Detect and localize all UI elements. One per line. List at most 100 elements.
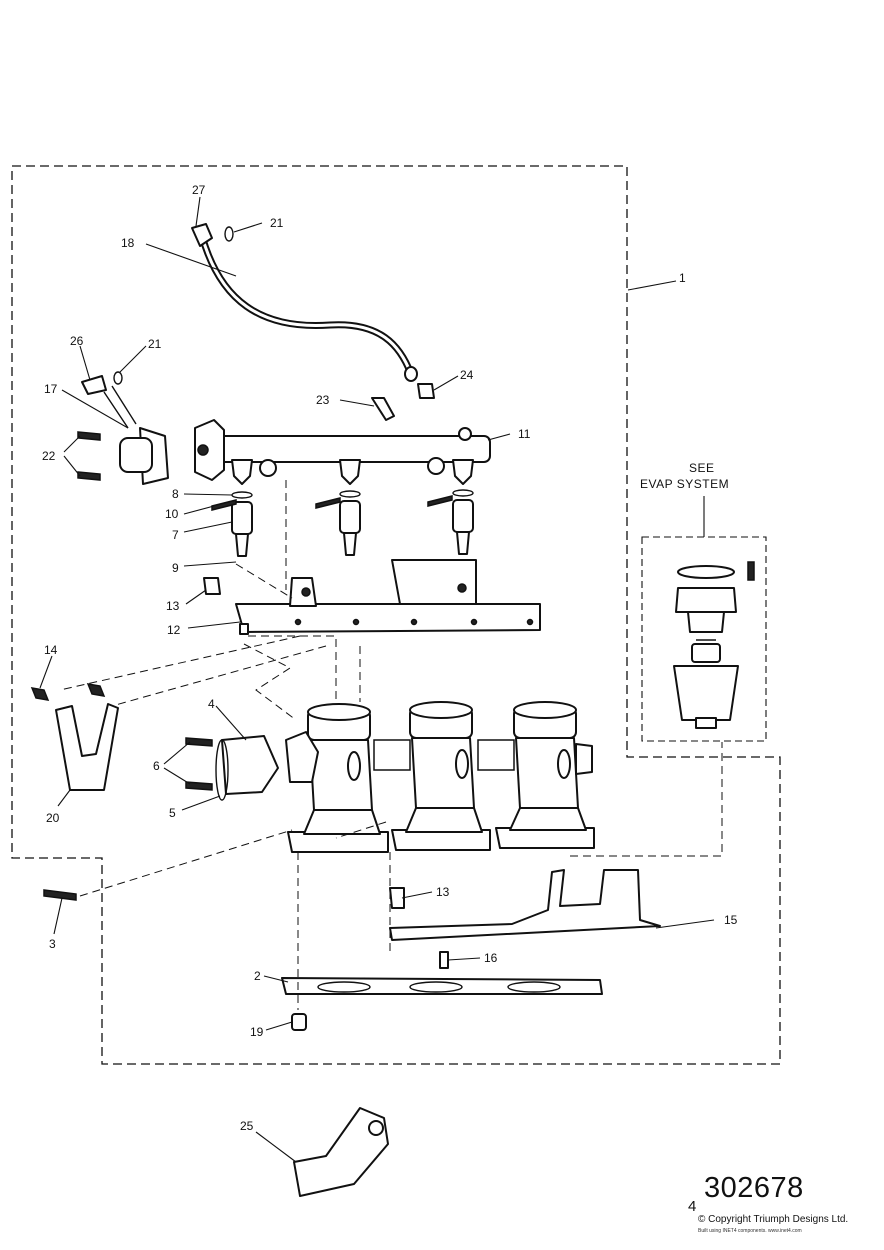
bolt-13-small xyxy=(239,623,249,635)
callout-3: 3 xyxy=(49,937,56,951)
leader-11 xyxy=(487,433,511,441)
callout-19: 19 xyxy=(250,1025,264,1039)
throttle-bodies xyxy=(285,701,595,853)
callout-14: 14 xyxy=(44,643,58,657)
leader-15 xyxy=(655,919,715,929)
callout-12: 12 xyxy=(167,623,181,637)
leader-26 xyxy=(79,345,91,381)
guide-line xyxy=(248,635,337,702)
guide-line xyxy=(59,635,301,691)
reference-prefix: 4 xyxy=(688,1198,697,1215)
callout-21-top: 21 xyxy=(270,216,284,230)
guide-line xyxy=(235,563,293,599)
bracket-15 xyxy=(389,869,661,941)
callout-5: 5 xyxy=(169,806,176,820)
callout-27: 27 xyxy=(192,183,206,197)
leader-21b xyxy=(119,345,147,373)
callout-23: 23 xyxy=(316,393,330,407)
leader-5 xyxy=(181,795,221,811)
hose-end xyxy=(404,366,418,382)
callout-16: 16 xyxy=(484,951,498,965)
gasket-2 xyxy=(281,977,603,995)
callout-6: 6 xyxy=(153,759,160,773)
o-ring-21-top xyxy=(224,226,234,242)
callout-17: 17 xyxy=(44,382,58,396)
callout-9: 9 xyxy=(172,561,179,575)
pressure-regulator xyxy=(81,371,169,485)
injectors xyxy=(211,489,474,557)
reference-number: 302678 xyxy=(704,1172,804,1204)
mounting-bracket xyxy=(235,559,541,633)
leader-27 xyxy=(195,196,201,227)
leader-21a xyxy=(233,222,263,233)
screw-6-lower xyxy=(185,781,213,791)
callout-26: 26 xyxy=(70,334,84,348)
assembly-frame xyxy=(11,165,781,1065)
fuel-rail xyxy=(194,419,491,485)
seal-5 xyxy=(215,739,229,801)
leader-16 xyxy=(447,957,481,961)
grommet-16 xyxy=(439,951,449,969)
hose-elbow xyxy=(191,223,213,247)
leader-24 xyxy=(433,375,459,391)
callout-13-upper: 13 xyxy=(166,599,180,613)
leader-17 xyxy=(61,389,129,429)
leader-6a xyxy=(163,741,191,765)
leader-1 xyxy=(627,280,677,291)
callout-11: 11 xyxy=(518,427,531,441)
guide-line xyxy=(243,643,297,721)
leader-10 xyxy=(183,505,215,515)
callout-10: 10 xyxy=(165,507,179,521)
leader-13b xyxy=(401,891,433,899)
evap-assembly xyxy=(673,561,755,729)
guide-line xyxy=(335,821,387,839)
fuel-hose xyxy=(198,235,415,376)
screw-22-lower xyxy=(77,471,101,481)
bracket-25 xyxy=(293,1107,389,1197)
bracket-25-hole xyxy=(368,1120,384,1136)
bolt-13-lower xyxy=(389,887,405,909)
screw-22-upper xyxy=(77,431,101,441)
screw-3 xyxy=(43,889,77,901)
guide-line xyxy=(79,829,293,897)
leader-23 xyxy=(339,399,375,407)
evap-note-see: SEE xyxy=(689,461,715,475)
callout-1: 1 xyxy=(679,271,686,285)
bracket-20 xyxy=(30,683,119,791)
callout-24: 24 xyxy=(460,368,474,382)
leader-18 xyxy=(145,243,237,277)
adaptor-4 xyxy=(221,735,279,795)
callout-13-lower: 13 xyxy=(436,885,450,899)
leader-7 xyxy=(183,521,233,533)
callout-4: 4 xyxy=(208,697,215,711)
callout-18: 18 xyxy=(121,236,135,250)
evap-note-system: EVAP SYSTEM xyxy=(640,477,729,491)
leader-20 xyxy=(57,789,71,807)
guide-line xyxy=(570,742,723,857)
leader-13a xyxy=(185,589,207,605)
callout-2: 2 xyxy=(254,969,261,983)
leader-14 xyxy=(39,655,53,689)
leader-22a xyxy=(63,435,81,453)
callout-22: 22 xyxy=(42,449,56,463)
built-using-text: Built using INET4 components. www.inet4.… xyxy=(698,1228,802,1234)
leader-19 xyxy=(265,1021,293,1031)
leader-25 xyxy=(255,1131,297,1163)
leader-6b xyxy=(163,767,191,785)
leader-4 xyxy=(215,705,247,741)
leader-2 xyxy=(263,975,289,983)
leader-22b xyxy=(63,455,81,477)
dowel-19 xyxy=(291,1013,307,1031)
callout-25: 25 xyxy=(240,1119,254,1133)
leader-8 xyxy=(183,493,233,496)
leader-12 xyxy=(187,621,241,629)
callout-8: 8 xyxy=(172,487,179,501)
bolt-13-upper xyxy=(203,577,221,595)
callout-20: 20 xyxy=(46,811,60,825)
bolt-23 xyxy=(371,397,395,421)
callout-15: 15 xyxy=(724,913,738,927)
leader-9 xyxy=(183,561,237,567)
guide-line xyxy=(111,645,327,707)
callout-21-left: 21 xyxy=(148,337,162,351)
